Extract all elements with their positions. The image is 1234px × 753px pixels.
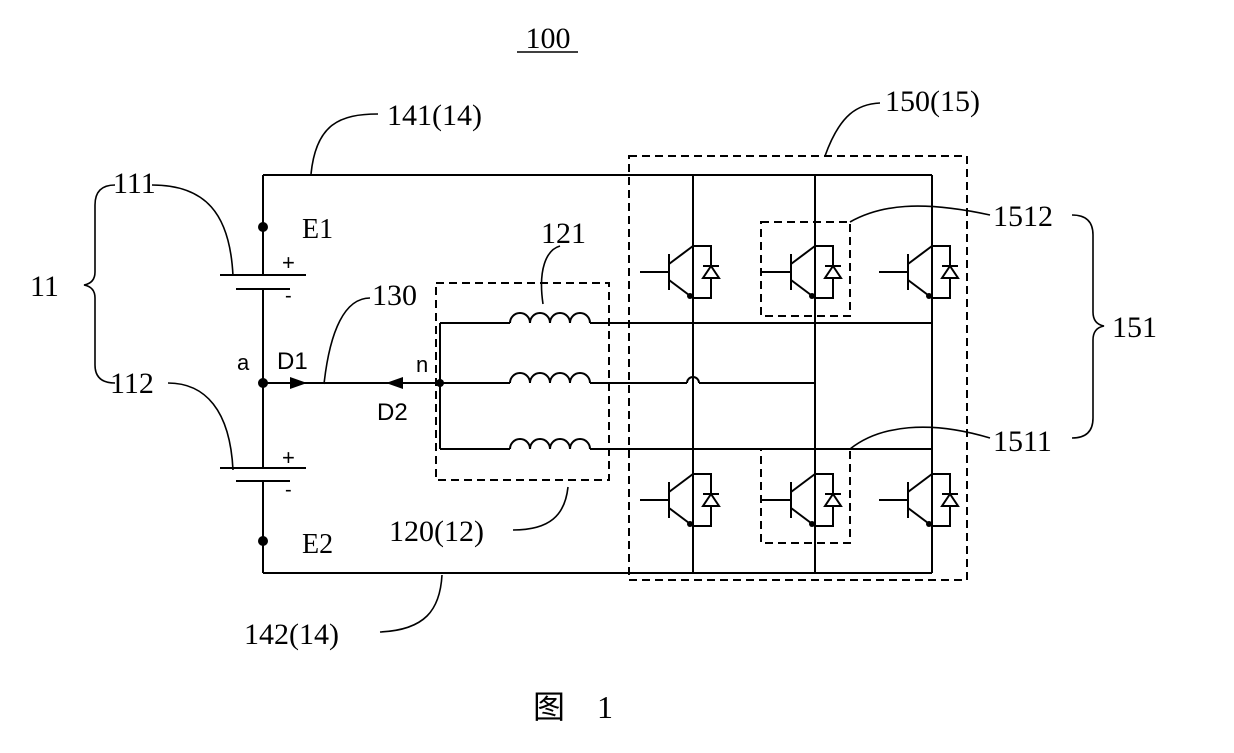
switch-1511-label: 1511 <box>993 425 1052 458</box>
brace-leg-group <box>1072 215 1104 438</box>
diode-triangle <box>825 266 841 278</box>
figure-number-label: 100 <box>526 22 571 55</box>
emitter-dot <box>687 293 693 299</box>
figure-caption: 图 1 <box>533 689 613 725</box>
switch-module-1511-outline <box>761 449 850 543</box>
igbt-switch-lower-1 <box>640 474 719 527</box>
emitter-dot <box>809 521 815 527</box>
cap-top-name: E1 <box>302 214 333 245</box>
igbt-switch-upper-1 <box>640 246 719 299</box>
diode-triangle <box>703 494 719 506</box>
inverter-legs <box>693 175 932 573</box>
leg-group-label: 151 <box>1112 311 1157 344</box>
junction-dot-e1 <box>258 222 268 232</box>
igbt-switch-upper-3 <box>879 246 958 299</box>
battery-group-label: 11 <box>30 270 59 303</box>
igbt-switch-lower-3 <box>879 474 958 527</box>
bus-top-label: 141(14) <box>387 99 482 132</box>
inverter-block-label: 150(15) <box>885 85 980 118</box>
inductor-group-label: 120(12) <box>389 515 484 548</box>
switch-module-1512-outline <box>761 222 850 316</box>
cap-bottom-name: E2 <box>302 529 333 560</box>
arrow-d1 <box>290 377 307 389</box>
node-n-label: n <box>416 352 428 377</box>
plus-sign-top: + <box>282 250 295 275</box>
emitter-dot <box>809 293 815 299</box>
emitter-dot <box>687 521 693 527</box>
emitter-dot <box>926 293 932 299</box>
battery-bottom-label: 112 <box>110 367 154 400</box>
plus-sign-bottom: + <box>282 445 295 470</box>
diode-triangle <box>703 266 719 278</box>
battery-top-label: 111 <box>113 167 156 200</box>
diode-triangle <box>942 494 958 506</box>
capacitor-e1 <box>220 275 306 289</box>
inductor-block <box>436 283 932 480</box>
junction-dot-e2 <box>258 536 268 546</box>
diode-triangle <box>825 494 841 506</box>
emitter-dot <box>926 521 932 527</box>
neutral-wire <box>263 377 440 389</box>
current-d1-label: D1 <box>277 348 308 375</box>
switch-1512-label: 1512 <box>993 200 1053 233</box>
arrow-d2 <box>386 377 403 389</box>
node-a-label: a <box>237 350 250 375</box>
current-d2-label: D2 <box>377 399 408 426</box>
line-130-label: 130 <box>372 279 417 312</box>
minus-sign-top: - <box>285 285 292 307</box>
minus-sign-bottom: - <box>285 479 292 501</box>
bus-bottom-label: 142(14) <box>244 618 339 651</box>
switch-cells <box>640 246 958 527</box>
diode-triangle <box>942 266 958 278</box>
igbt-switch-lower-2 <box>762 474 841 527</box>
inductor-top-label: 121 <box>541 217 586 250</box>
igbt-switch-upper-2 <box>762 246 841 299</box>
brace-battery-group <box>84 185 115 383</box>
